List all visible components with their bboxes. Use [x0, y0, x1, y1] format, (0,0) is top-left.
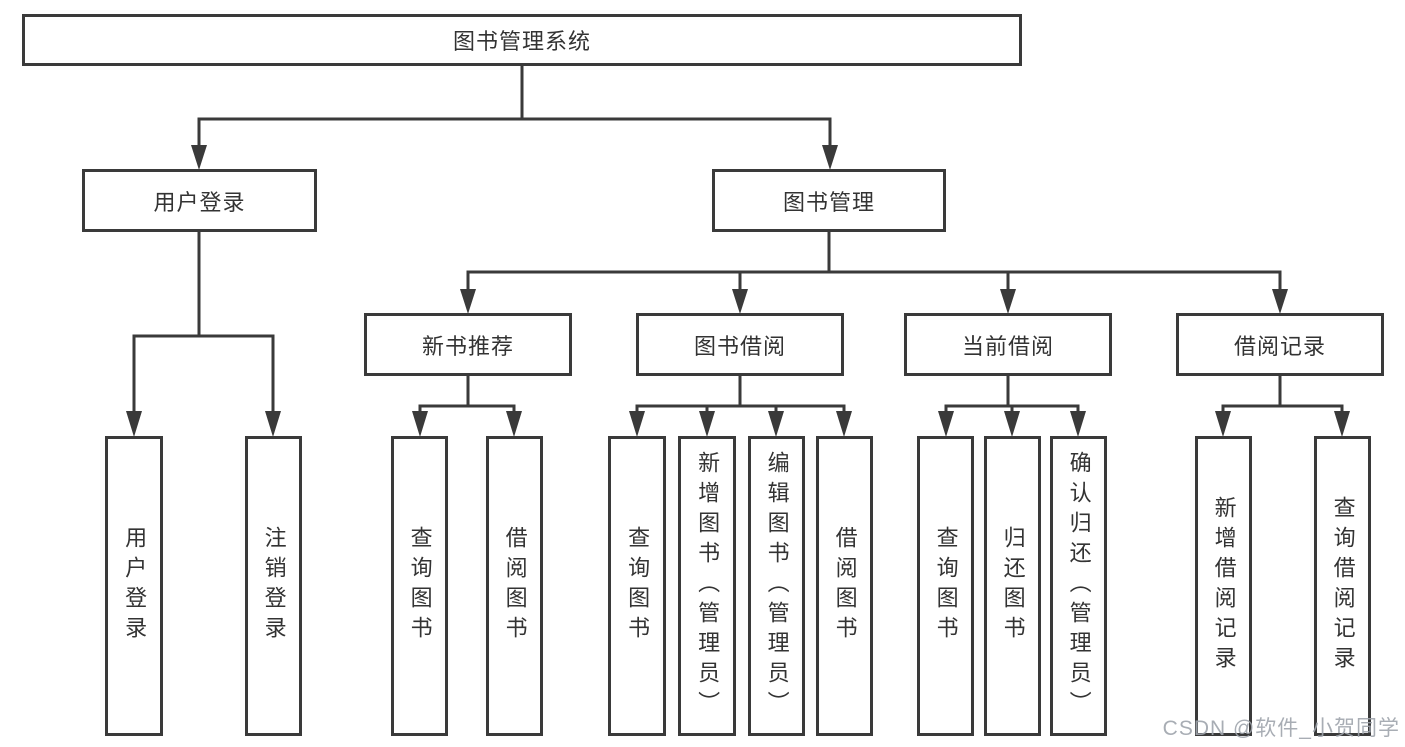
- node-new-book-recommend: 新书推荐: [364, 313, 572, 376]
- node-label: 用户登录: [153, 189, 246, 215]
- node-label: 新增图书（管理员）: [695, 451, 721, 721]
- node-label: 借阅图书: [502, 526, 528, 646]
- node-label: 查询图书: [625, 526, 651, 646]
- node-label: 图书借阅: [693, 333, 786, 359]
- leaf-confirm-return-admin: 确认归还（管理员）: [1050, 436, 1107, 736]
- node-book-borrowing: 图书借阅: [636, 313, 844, 376]
- node-label: 借阅图书: [832, 526, 858, 646]
- node-label: 查询图书: [933, 526, 959, 646]
- leaf-query-borrow-record: 查询借阅记录: [1314, 436, 1371, 736]
- node-label: 新增借阅记录: [1211, 496, 1237, 676]
- node-label: 当前借阅: [961, 333, 1054, 359]
- node-user-login: 用户登录: [82, 169, 317, 232]
- leaf-borrow-books-recommend: 借阅图书: [486, 436, 543, 736]
- node-current-borrowing: 当前借阅: [904, 313, 1112, 376]
- node-label: 归还图书: [1000, 526, 1026, 646]
- node-label: 新书推荐: [421, 333, 514, 359]
- leaf-logout: 注销登录: [245, 436, 302, 736]
- node-label: 查询图书: [407, 526, 433, 646]
- leaf-query-books-current: 查询图书: [917, 436, 974, 736]
- csdn-watermark: CSDN @软件_小贺同学: [1162, 717, 1400, 740]
- node-label: 图书管理: [782, 189, 875, 215]
- node-borrowing-records: 借阅记录: [1176, 313, 1384, 376]
- node-label: 图书管理系统: [452, 29, 591, 54]
- leaf-add-borrow-record: 新增借阅记录: [1195, 436, 1252, 736]
- node-label: 借阅记录: [1233, 333, 1326, 359]
- node-label: 确认归还（管理员）: [1066, 451, 1092, 721]
- node-library-management-system: 图书管理系统: [22, 14, 1022, 66]
- leaf-add-books-admin: 新增图书（管理员）: [678, 436, 736, 736]
- leaf-user-login: 用户登录: [105, 436, 163, 736]
- leaf-query-books-recommend: 查询图书: [391, 436, 448, 736]
- arrowheads: [126, 145, 1350, 437]
- leaf-query-books-borrowing: 查询图书: [608, 436, 666, 736]
- node-label: 查询借阅记录: [1330, 496, 1356, 676]
- node-label: 用户登录: [122, 526, 148, 646]
- leaf-edit-books-admin: 编辑图书（管理员）: [748, 436, 805, 736]
- node-label: 注销登录: [261, 526, 287, 646]
- node-book-management: 图书管理: [712, 169, 946, 232]
- leaf-return-books: 归还图书: [984, 436, 1041, 736]
- node-label: 编辑图书（管理员）: [764, 451, 790, 721]
- leaf-borrow-books: 借阅图书: [816, 436, 873, 736]
